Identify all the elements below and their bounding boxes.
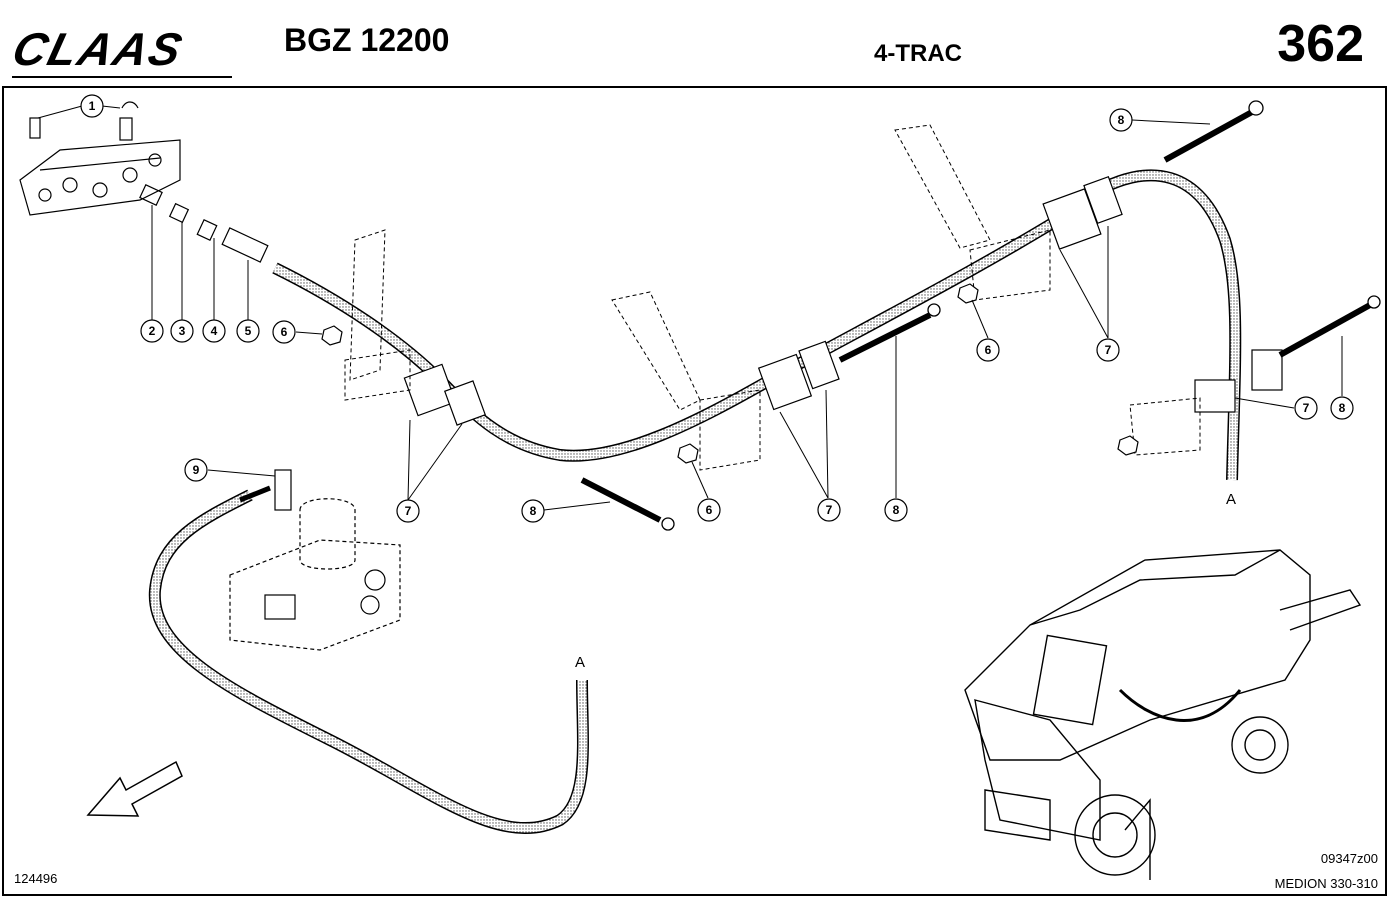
- reference-letter-a-lower: A: [575, 654, 585, 671]
- callout-3: 3: [170, 319, 194, 343]
- valve-block-lower: [229, 469, 401, 651]
- callout-label: 6: [281, 325, 288, 339]
- callout-label: 7: [405, 504, 412, 518]
- callout-4: 4: [202, 319, 226, 343]
- clamp-group-4: [1194, 349, 1283, 413]
- callout-label: 7: [826, 503, 833, 517]
- model-number: BGZ 12200: [284, 22, 450, 58]
- callout-label: 2: [149, 324, 156, 338]
- nuts: [321, 283, 1139, 464]
- callout-8: 8: [1109, 108, 1133, 132]
- callout-7: 7: [817, 498, 841, 522]
- logo-underline: [12, 76, 232, 78]
- callout-label: 8: [1339, 401, 1346, 415]
- callout-2: 2: [140, 319, 164, 343]
- callout-6: 6: [697, 498, 721, 522]
- section-title: 4-TRAC: [874, 40, 962, 67]
- combine-harvester-sketch: [964, 549, 1362, 880]
- image-code: 09347z00: [1320, 851, 1378, 866]
- callout-label: 5: [245, 324, 252, 338]
- callout-1: 1: [80, 94, 104, 118]
- callout-6: 6: [272, 320, 296, 344]
- page-number: 362: [1277, 15, 1364, 73]
- callout-label: 8: [893, 503, 900, 517]
- callout-8: 8: [1330, 396, 1354, 420]
- callout-label: 6: [706, 503, 713, 517]
- callout-8: 8: [884, 498, 908, 522]
- drawing-number: 124496: [14, 871, 58, 886]
- callout-6: 6: [976, 338, 1000, 362]
- bolts: [580, 100, 1381, 531]
- callout-label: 7: [1303, 401, 1310, 415]
- callout-5: 5: [236, 319, 260, 343]
- clamp-group-3: [1042, 175, 1123, 250]
- callout-label: 3: [179, 324, 186, 338]
- machine-model: MEDION 330-310: [1274, 876, 1378, 891]
- callout-9: 9: [184, 458, 208, 482]
- callout-8: 8: [521, 499, 545, 523]
- valve-block-upper-left: [19, 101, 181, 216]
- fittings-2-5: [139, 184, 269, 263]
- clamp-group-1: [403, 363, 487, 426]
- callout-label: 6: [985, 343, 992, 357]
- clamp-group-2: [757, 340, 840, 411]
- callout-label: 8: [530, 504, 537, 518]
- diagram-frame: [2, 86, 1387, 896]
- leader-lines: [37, 105, 1343, 511]
- reference-letter-a-upper: A: [1226, 491, 1236, 508]
- callout-7: 7: [1096, 338, 1120, 362]
- callout-7: 7: [396, 499, 420, 523]
- callout-label: 1: [89, 99, 96, 113]
- callout-label: 4: [211, 324, 218, 338]
- callout-label: 7: [1105, 343, 1112, 357]
- direction-arrow: [86, 760, 183, 817]
- callout-7: 7: [1294, 396, 1318, 420]
- callout-label: 9: [193, 463, 200, 477]
- callout-bubbles: 1 2 3 4 5 6 7 8 6 7 8 6 7 8 7 8 9: [80, 94, 1354, 523]
- callout-label: 8: [1118, 113, 1125, 127]
- lower-hose: [148, 489, 589, 835]
